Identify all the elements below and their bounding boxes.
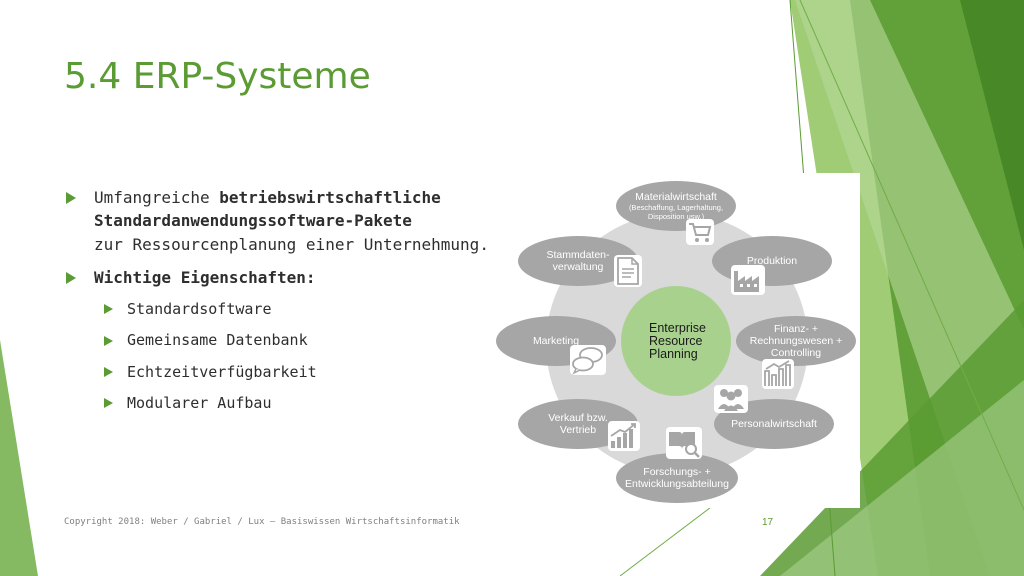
chart-growth-icon <box>762 359 794 389</box>
node-forschung-entwicklung: Forschungs- + Entwicklungsabteilung <box>616 453 738 503</box>
bullet-2-bold: Wichtige Eigenschaften: <box>94 268 316 287</box>
bullet-2: Wichtige Eigenschaften: <box>94 266 316 290</box>
bullet-1-line-1: Umfangreiche betriebswirtschaftliche <box>94 186 441 210</box>
factory-icon <box>731 265 765 295</box>
bullet-1-line-3: zur Ressourcenplanung einer Unternehmung… <box>94 235 489 254</box>
node-materialwirtschaft: Materialwirtschaft (Beschaffung, Lagerha… <box>616 181 736 231</box>
node-label: Personalwirtschaft <box>731 418 817 430</box>
node-produktion: Produktion <box>712 236 832 286</box>
node-label: Rechnungswesen + <box>749 335 843 347</box>
sub-bullet-2: Gemeinsame Datenbank <box>127 331 308 349</box>
node-label: Marketing <box>532 335 580 347</box>
node-label: Vertrieb <box>559 424 597 436</box>
node-label: verwaltung <box>552 261 604 273</box>
node-label: Materialwirtschaft <box>635 191 717 203</box>
sub-bullet-arrow-icon <box>104 336 113 346</box>
bullet-arrow-icon <box>66 272 76 284</box>
bullet-arrow-icon <box>66 192 76 204</box>
node-label: Stammdaten- <box>546 249 610 261</box>
node-label: Produktion <box>746 255 798 267</box>
bullet-1-bold-2: Standardanwendungssoftware-Pakete <box>94 211 412 230</box>
erp-diagram: Enterprise Resource Planning Materialwir… <box>490 173 860 508</box>
center-line-2: Resource <box>649 333 703 348</box>
sub-bullet-4: Modularer Aufbau <box>127 394 272 412</box>
footer-copyright: Copyright 2018: Weber / Gabriel / Lux – … <box>64 517 460 527</box>
node-label: Finanz- + <box>773 323 819 335</box>
sub-bullet-arrow-icon <box>104 398 113 408</box>
deco-line-2 <box>799 0 1024 511</box>
people-icon <box>714 385 748 413</box>
erp-center-circle: Enterprise Resource Planning <box>621 286 731 396</box>
node-label: Controlling <box>770 347 822 359</box>
node-finanz-rechnungswesen: Finanz- + Rechnungswesen + Controlling <box>736 316 856 366</box>
node-label: Verkauf bzw. <box>548 412 608 424</box>
deco-shape-right-mid <box>960 0 1024 250</box>
bar-chart-up-icon <box>608 421 640 451</box>
document-icon <box>614 255 642 287</box>
node-label: Forschungs- + <box>643 466 711 478</box>
sub-bullet-arrow-icon <box>104 304 113 314</box>
node-sublabel: Disposition usw.) <box>647 212 705 221</box>
center-line-1: Enterprise <box>649 320 706 335</box>
node-sublabel: (Beschaffung, Lagerhaltung, <box>628 203 724 212</box>
sub-bullet-arrow-icon <box>104 367 113 377</box>
deco-shape-bottom-light <box>780 380 1024 576</box>
cart-icon <box>686 219 714 245</box>
page-number: 17 <box>762 517 774 528</box>
slide-title: 5.4 ERP-Systeme <box>64 56 371 97</box>
sub-bullet-3: Echtzeitverfügbarkeit <box>127 363 317 381</box>
bullet-1-text: Umfangreiche <box>94 188 220 207</box>
speech-bubbles-icon <box>570 345 606 375</box>
node-label: Entwicklungsabteilung <box>625 478 729 490</box>
bullet-1-line-2: Standardanwendungssoftware-Pakete <box>94 209 412 233</box>
center-line-3: Planning <box>649 346 698 361</box>
sub-bullet-1: Standardsoftware <box>127 300 272 318</box>
bullet-1-bold: betriebswirtschaftliche <box>219 188 441 207</box>
deco-shape-left-bottom <box>0 340 38 576</box>
book-search-icon <box>666 427 702 459</box>
node-personalwirtschaft: Personalwirtschaft <box>714 399 834 449</box>
